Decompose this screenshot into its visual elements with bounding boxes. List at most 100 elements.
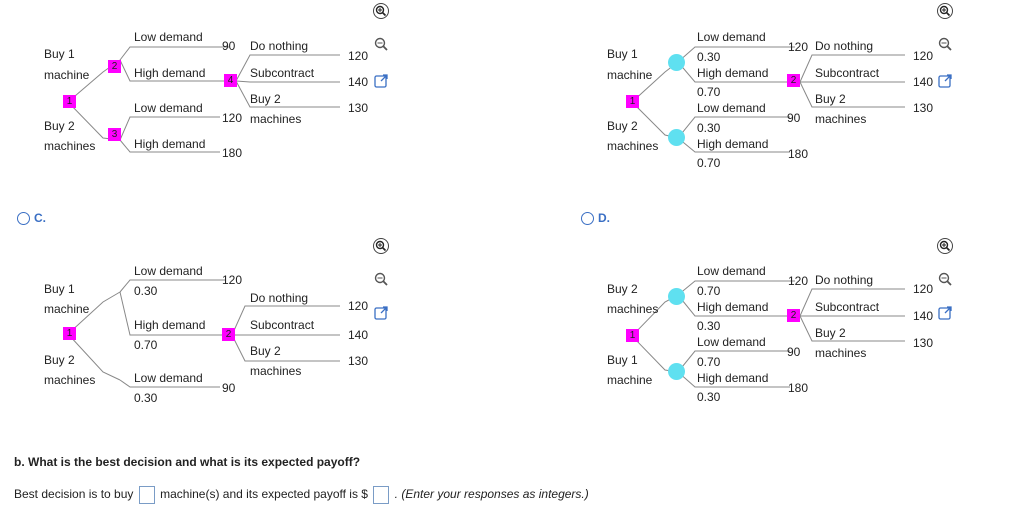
branch-label: High demand	[134, 318, 206, 332]
branch-label: Low demand	[134, 371, 203, 385]
question-title-text: b. What is the best decision and what is…	[14, 455, 361, 469]
option-d-radio[interactable]	[581, 212, 594, 225]
answer-line: Best decision is to buy machine(s) and i…	[14, 486, 589, 504]
branch-label: machine	[44, 302, 90, 316]
option-c-label: C.	[34, 211, 46, 225]
branch-label: Subcontract	[250, 318, 315, 332]
branch-label: Buy 2	[44, 119, 75, 133]
branch-label: High demand	[134, 66, 206, 80]
payoff: 130	[913, 336, 934, 350]
probability: 0.30	[134, 391, 158, 405]
branch-label: machines	[44, 373, 96, 387]
branch-label: Buy 1	[607, 353, 638, 367]
branch-label: High demand	[697, 371, 769, 385]
decision-node: 2	[108, 60, 121, 73]
decision-node: 2	[787, 309, 800, 322]
popout-icon[interactable]	[373, 305, 389, 321]
answer-middle: machine(s) and its expected payoff is $	[160, 487, 368, 502]
branch-label: machines	[250, 364, 302, 378]
payoff: 120	[222, 273, 243, 287]
branch-label: Do nothing	[250, 291, 309, 305]
branch-label: Buy 1	[607, 47, 638, 61]
branch-label: High demand	[697, 300, 769, 314]
probability: 0.30	[697, 390, 721, 404]
branch-label: Low demand	[697, 30, 766, 44]
branch-label: Subcontract	[815, 300, 880, 314]
decision-node: 2	[222, 328, 235, 341]
popout-icon[interactable]	[373, 73, 389, 89]
payoff: 180	[788, 147, 809, 161]
chance-node	[668, 129, 685, 146]
branch-label: Do nothing	[815, 39, 874, 53]
payoff: 120	[348, 49, 369, 63]
option-c-radio[interactable]	[17, 212, 30, 225]
decision-node: 1	[626, 329, 639, 342]
branch-label: Low demand	[134, 101, 203, 115]
payoff: 140	[348, 75, 369, 89]
branch-label: machines	[44, 139, 96, 153]
answer-suffix: . (Enter your responses as integers.)	[394, 487, 589, 502]
popout-icon[interactable]	[937, 305, 953, 321]
probability: 0.70	[697, 355, 721, 369]
question-title: b. What is the best decision and what is…	[14, 455, 360, 469]
probability: 0.70	[697, 85, 721, 99]
zoom-out-icon[interactable]	[937, 271, 953, 287]
zoom-in-icon[interactable]	[373, 238, 389, 254]
zoom-out-icon[interactable]	[373, 271, 389, 287]
decision-node: 2	[787, 74, 800, 87]
expected-payoff-input[interactable]	[373, 486, 390, 504]
popout-icon[interactable]	[937, 73, 953, 89]
branch-label: Buy 2	[607, 282, 638, 296]
branch-label: Low demand	[697, 264, 766, 278]
zoom-in-icon[interactable]	[373, 3, 389, 19]
branch-label: Low demand	[134, 30, 203, 44]
branch-label: High demand	[134, 137, 206, 151]
branch-label: Buy 1	[44, 47, 75, 61]
answer-prefix: Best decision is to buy	[14, 487, 134, 502]
probability: 0.30	[697, 121, 721, 135]
chance-node	[668, 54, 685, 71]
probability: 0.30	[697, 319, 721, 333]
payoff: 90	[222, 39, 236, 53]
branch-label: Buy 2	[44, 353, 75, 367]
branch-label: Buy 1	[44, 282, 75, 296]
branch-label: machines	[815, 346, 867, 360]
branch-label: Do nothing	[815, 273, 874, 287]
branch-label: machine	[607, 68, 653, 82]
branch-label: machines	[607, 302, 659, 316]
zoom-out-icon[interactable]	[937, 36, 953, 52]
option-d-label: D.	[598, 211, 610, 225]
decision-node: 1	[63, 95, 76, 108]
decision-node: 4	[224, 74, 237, 87]
branch-label: Low demand	[697, 335, 766, 349]
zoom-in-icon[interactable]	[937, 238, 953, 254]
branch-label: Buy 2	[607, 119, 638, 133]
branch-label: machines	[815, 112, 867, 126]
payoff: 180	[788, 381, 809, 395]
payoff: 120	[788, 40, 809, 54]
payoff: 140	[348, 328, 369, 342]
payoff: 130	[348, 101, 369, 115]
probability: 0.70	[697, 284, 721, 298]
zoom-out-icon[interactable]	[373, 36, 389, 52]
branch-label: Buy 2	[250, 344, 281, 358]
branch-label: machines	[607, 139, 659, 153]
probability: 0.70	[697, 156, 721, 170]
machines-count-input[interactable]	[138, 486, 155, 504]
probability: 0.70	[134, 338, 158, 352]
zoom-in-icon[interactable]	[937, 3, 953, 19]
decision-node: 3	[108, 128, 121, 141]
branch-label: Do nothing	[250, 39, 309, 53]
branch-label: Buy 2	[815, 326, 846, 340]
branch-label: machines	[250, 112, 302, 126]
payoff: 90	[222, 381, 236, 395]
payoff: 120	[913, 49, 934, 63]
payoff: 90	[787, 111, 801, 125]
probability: 0.30	[134, 284, 158, 298]
payoff: 130	[913, 101, 934, 115]
chance-node	[668, 288, 685, 305]
decision-node: 1	[626, 95, 639, 108]
chance-node	[668, 363, 685, 380]
branch-label: Subcontract	[815, 66, 880, 80]
branch-label: Buy 2	[250, 92, 281, 106]
